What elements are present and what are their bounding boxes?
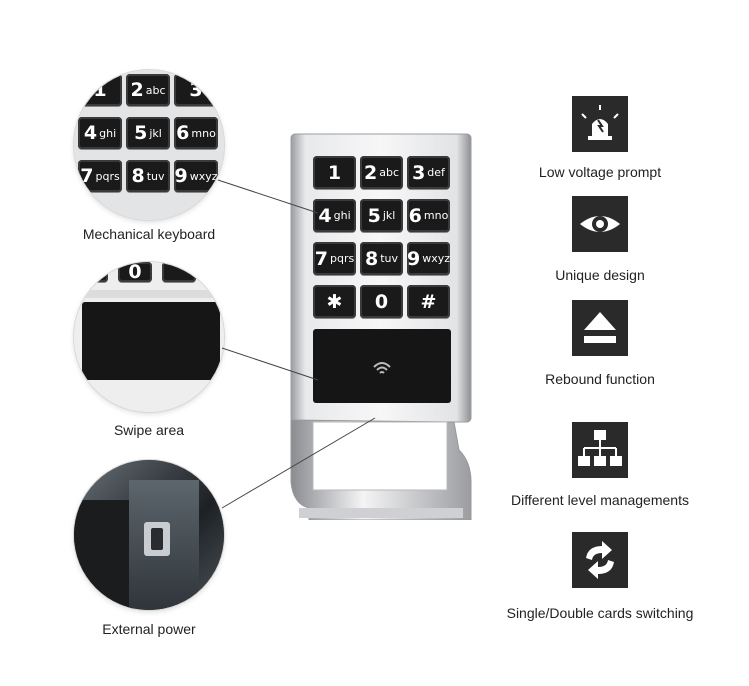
key-digit: 3 bbox=[412, 161, 426, 184]
keypad-key-0[interactable]: 0 bbox=[360, 285, 403, 318]
zoom-key-1[interactable]: 1 bbox=[78, 74, 122, 106]
zoom-key-3[interactable]: 3 bbox=[174, 74, 218, 106]
feature-label-low-voltage: Low voltage prompt bbox=[538, 164, 662, 180]
key-digit: 8 bbox=[364, 247, 379, 270]
keypad-key-#[interactable]: # bbox=[407, 285, 450, 318]
feature-label-card-switching: Single/Double cards switching bbox=[506, 605, 694, 621]
key-digit: 3 bbox=[189, 79, 203, 101]
key-digit: # bbox=[420, 290, 437, 313]
key-digit: 7 bbox=[80, 165, 94, 187]
key-digit: 6 bbox=[408, 204, 422, 227]
key-digit: 8 bbox=[131, 165, 145, 187]
eject-icon bbox=[572, 300, 628, 356]
feature-label-keyboard: Mechanical keyboard bbox=[82, 226, 216, 242]
power-port-zoom bbox=[74, 460, 224, 610]
feature-label-unique-design: Unique design bbox=[555, 267, 645, 283]
feature-label-level-management: Different level managements bbox=[511, 492, 689, 508]
key-letters: jkl bbox=[149, 126, 162, 140]
wireless-icon bbox=[373, 362, 391, 374]
switch-arrows-icon bbox=[572, 532, 628, 588]
key-digit: 1 bbox=[93, 79, 107, 101]
alarm-light-icon bbox=[572, 96, 628, 152]
keypad-key-✱[interactable]: ✱ bbox=[313, 285, 356, 318]
key-letters: tuv bbox=[380, 252, 399, 265]
key-letters: abc bbox=[379, 166, 399, 179]
key-digit: 2 bbox=[130, 79, 144, 101]
key-digit: 4 bbox=[83, 122, 98, 144]
key-letters: jkl bbox=[382, 209, 396, 222]
key-digit: 4 bbox=[318, 204, 332, 227]
keypad-key-1[interactable]: 1 bbox=[313, 156, 356, 189]
key-letters: ghi bbox=[99, 126, 117, 140]
feature-label-power: External power bbox=[102, 621, 196, 637]
key-digit: 6 bbox=[176, 122, 190, 144]
key-letters: abc bbox=[145, 83, 166, 97]
key-letters: mno bbox=[191, 126, 216, 140]
key-digit: 9 bbox=[406, 247, 421, 270]
usb-port-icon bbox=[144, 522, 170, 556]
key-digit: 7 bbox=[314, 247, 328, 270]
key-letters: pqrs bbox=[330, 252, 355, 265]
swipe-zoom: 0 bbox=[74, 262, 224, 412]
key-digit: 2 bbox=[363, 161, 378, 184]
key-letters: tuv bbox=[146, 169, 165, 183]
key-letters: wxyz bbox=[189, 169, 218, 183]
key-digit: 9 bbox=[174, 165, 188, 187]
key-letters: ghi bbox=[333, 209, 351, 222]
key-letters: mno bbox=[423, 209, 449, 222]
hierarchy-icon bbox=[572, 422, 628, 478]
key-digit: 5 bbox=[367, 204, 381, 227]
key-letters: pqrs bbox=[95, 169, 120, 183]
key-digit: 0 bbox=[374, 290, 389, 313]
feature-label-rebound: Rebound function bbox=[545, 371, 655, 387]
swipe-area[interactable] bbox=[313, 329, 451, 403]
eye-icon bbox=[572, 196, 628, 252]
key-digit: 5 bbox=[134, 122, 148, 144]
feature-label-swipe: Swipe area bbox=[113, 422, 185, 438]
key-digit: ✱ bbox=[326, 290, 343, 313]
key-letters: wxyz bbox=[422, 252, 451, 265]
key-digit: 1 bbox=[327, 161, 342, 184]
key-letters: def bbox=[427, 166, 445, 179]
